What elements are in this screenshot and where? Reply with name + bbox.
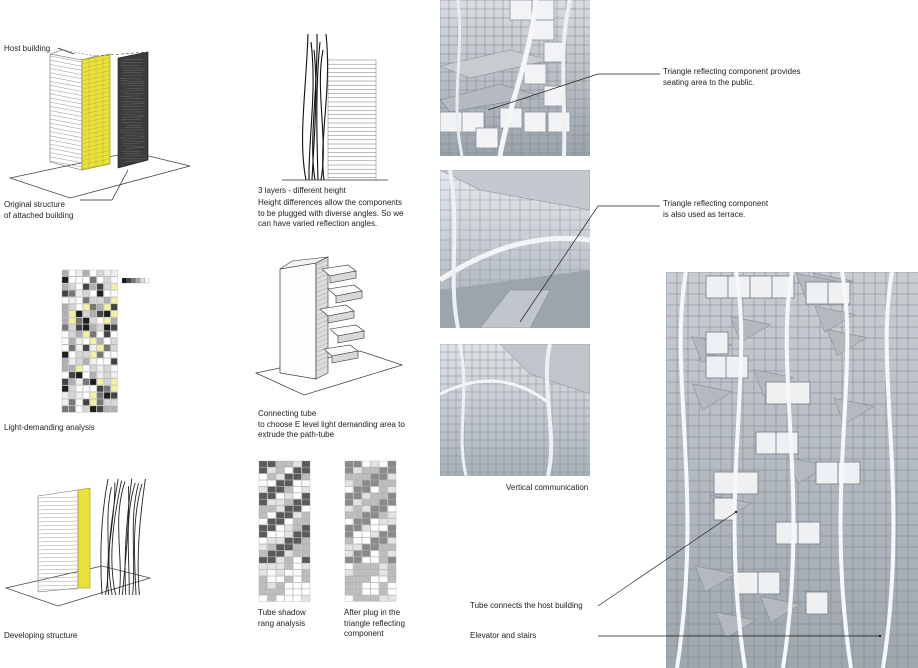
host-building-diagram (0, 40, 200, 210)
label-tube-connects: Tube connects the host building (470, 601, 583, 610)
tube-shadow-grid (258, 460, 314, 602)
label-three-layers: 3 layers - different height (258, 186, 346, 195)
developing-structure-diagram (0, 470, 160, 620)
label-connecting-tube: Connecting tube to choose E level light … (258, 409, 405, 439)
three-layers-diagram (280, 30, 390, 182)
label-host-building: Host building (4, 44, 51, 53)
light-analysis-grid (60, 268, 156, 416)
connecting-tube-diagram (252, 255, 412, 405)
label-light-analysis: Light-demanding analysis (4, 423, 95, 432)
label-height-diff: Height differences allow the components … (258, 198, 404, 228)
render-vertical (440, 344, 590, 476)
label-tube-shadow: Tube shadow rang analysis (258, 608, 306, 628)
label-original-structure: Original structure of attached building (4, 200, 74, 220)
label-developing-structure: Developing structure (4, 631, 78, 640)
label-elevator: Elevator and stairs (470, 631, 537, 640)
after-plug-grid (344, 460, 402, 602)
light-legend (122, 278, 152, 284)
label-terrace: Triangle reflecting component is also us… (663, 199, 769, 219)
render-seating (440, 0, 590, 156)
render-terrace (440, 170, 590, 328)
label-seating: Triangle reflecting component provides s… (663, 67, 801, 87)
label-vertical: Vertical communication (506, 483, 589, 492)
label-after-plug: After plug in the triangle reflecting co… (344, 608, 405, 638)
render-main-tower (666, 272, 918, 668)
